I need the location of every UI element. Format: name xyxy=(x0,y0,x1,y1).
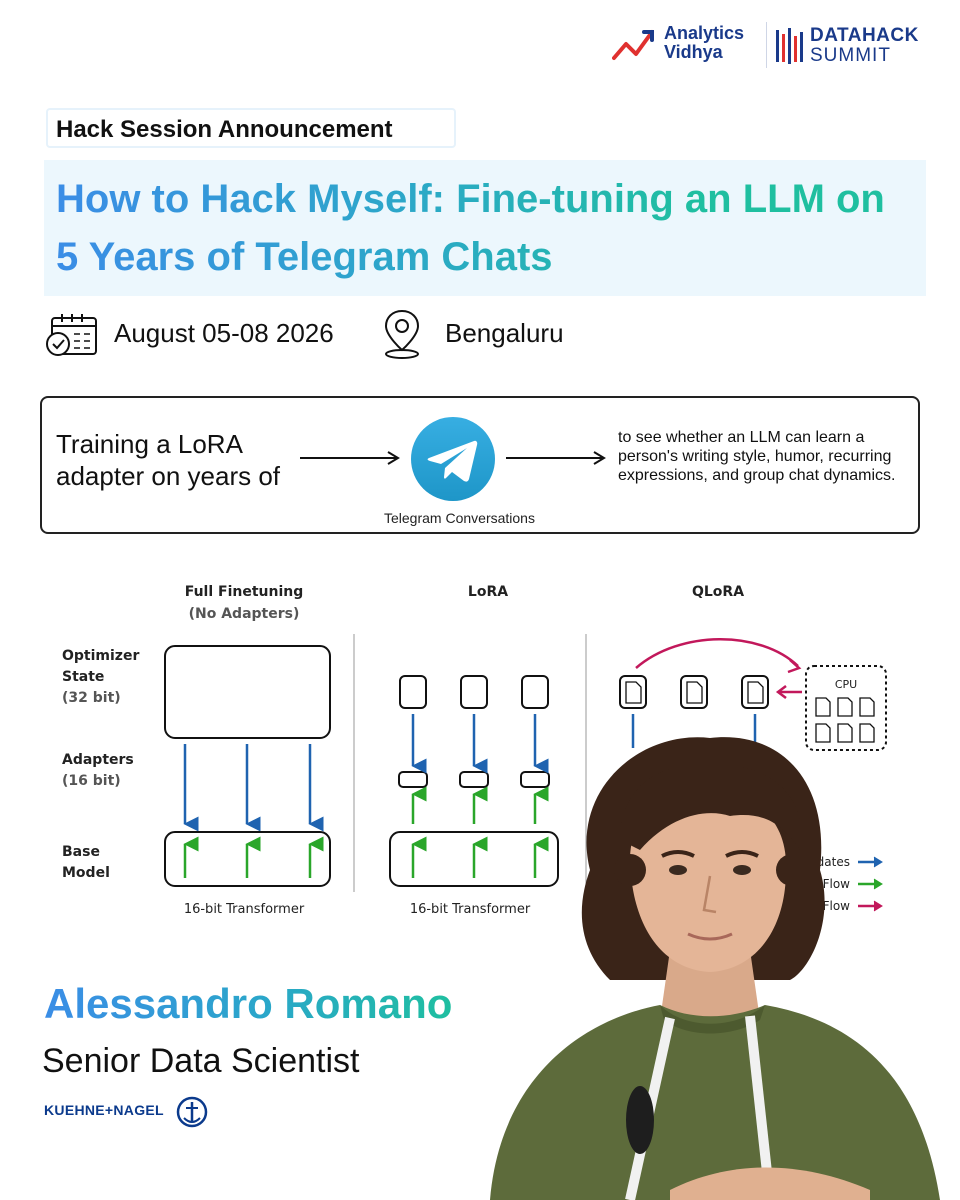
dh-line1: DATAHACK xyxy=(810,25,919,46)
row2-bits: (16 bit) xyxy=(62,773,121,789)
row3-label: Base xyxy=(62,844,100,860)
col2-footer: 16-bit Transformer xyxy=(410,902,531,917)
telegram-icon xyxy=(411,417,495,501)
datahack-logo-icon xyxy=(776,28,803,64)
datahack-wordmark: DATAHACK SUMMIT xyxy=(810,26,919,66)
analytics-vidhya-wordmark: Analytics Vidhya xyxy=(664,24,744,62)
speaker-role: Senior Data Scientist xyxy=(42,1042,360,1080)
col3-title: QLoRA xyxy=(692,584,744,600)
cpu-label: CPU xyxy=(835,678,857,691)
optimizer-state-box xyxy=(164,645,331,739)
page-title: How to Hack Myself: Fine-tuning an LLM o… xyxy=(56,170,916,286)
col1-title: Full Finetuning xyxy=(185,584,304,600)
company-logo-text: KUEHNE+NAGEL xyxy=(44,1102,164,1118)
dh-line2: SUMMIT xyxy=(810,45,891,66)
telegram-label: Telegram Conversations xyxy=(384,510,535,526)
col1-footer: 16-bit Transformer xyxy=(184,902,305,917)
analytics-vidhya-logo-icon xyxy=(612,30,654,60)
announcement-label: Hack Session Announcement xyxy=(46,108,456,148)
col2-title: LoRA xyxy=(468,584,508,600)
title-panel xyxy=(44,160,926,296)
flow-left-text: Training a LoRA adapter on years of xyxy=(56,429,281,491)
row1-label2: State xyxy=(62,669,104,685)
speaker-name: Alessandro Romano xyxy=(44,980,453,1027)
speaker-photo xyxy=(490,737,940,1200)
event-location: Bengaluru xyxy=(445,318,564,348)
av-line2: Vidhya xyxy=(664,42,723,62)
row1-bits: (32 bit) xyxy=(62,690,121,706)
arrow-right-icon xyxy=(300,451,400,465)
flow-right-text: to see whether an LLM can learn a person… xyxy=(618,429,896,484)
av-line1: Analytics xyxy=(664,23,745,43)
row1-label: Optimizer xyxy=(62,648,139,664)
calendar-icon xyxy=(46,314,97,356)
row3-label2: Model xyxy=(62,865,110,881)
row2-label: Adapters xyxy=(62,752,134,768)
col1-subtitle: (No Adapters) xyxy=(189,606,300,622)
event-date: August 05-08 2026 xyxy=(114,318,334,348)
location-pin-icon xyxy=(384,309,420,359)
logo-divider xyxy=(766,22,767,68)
arrow-right-icon xyxy=(506,451,606,465)
